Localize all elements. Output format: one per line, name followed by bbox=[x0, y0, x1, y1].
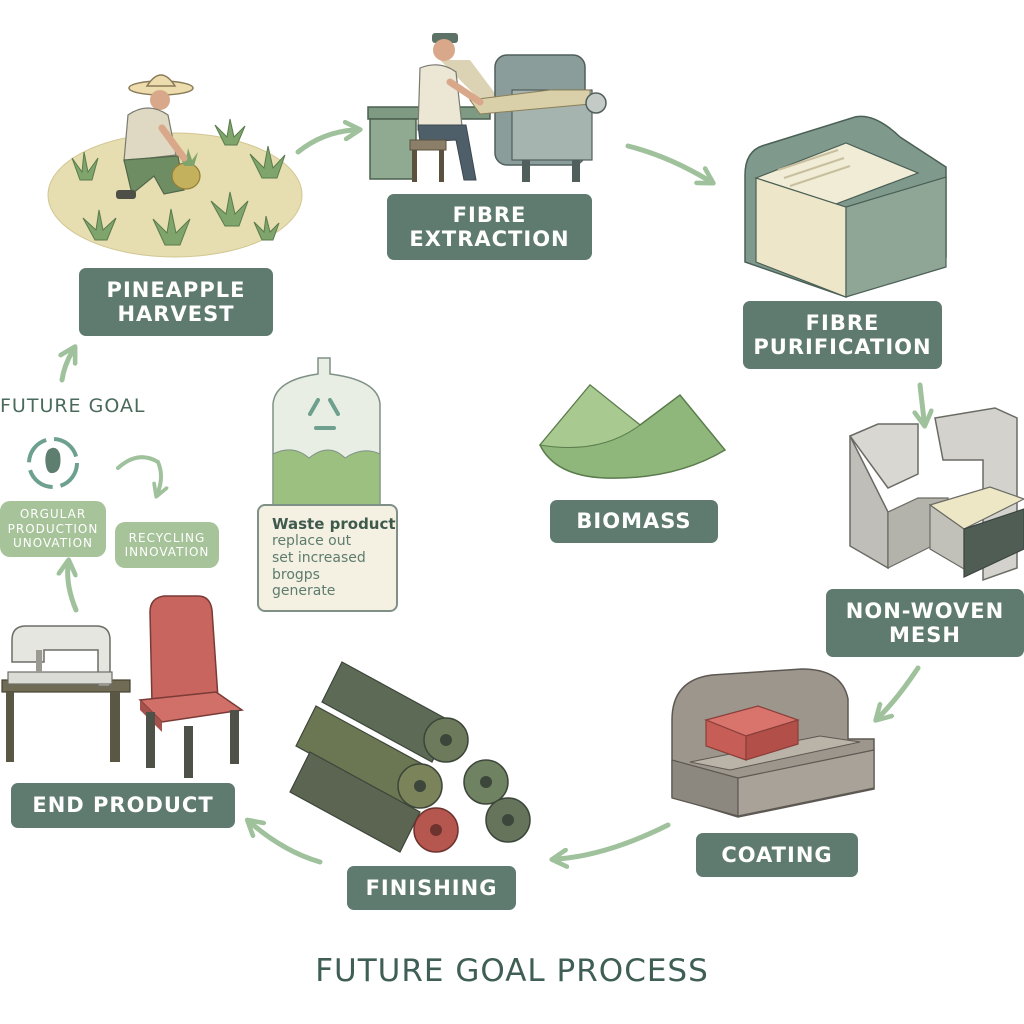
label-pineapple-harvest: PINEAPPLE HARVEST bbox=[79, 268, 273, 336]
waste-line: generate bbox=[272, 583, 336, 600]
label-line: FIBRE bbox=[805, 310, 880, 335]
arrow-end-to-future bbox=[68, 566, 79, 613]
chair-icon bbox=[138, 595, 244, 778]
bubble-line: ORGULAR bbox=[19, 507, 87, 522]
label-coating: COATING bbox=[696, 833, 858, 877]
label-line: FIBRE bbox=[452, 202, 527, 227]
bubble-line: INNOVATION bbox=[124, 545, 210, 559]
page-title: FUTURE GOAL PROCESS bbox=[315, 953, 709, 989]
arrow-coating-to-finishing bbox=[558, 822, 671, 859]
waste-title: Waste product bbox=[272, 515, 396, 533]
arrow-purification-to-mesh bbox=[920, 382, 924, 420]
bubble-line: RECYCLING bbox=[128, 530, 206, 545]
arrow-harvest-to-extraction bbox=[295, 130, 354, 155]
footprint-icon bbox=[45, 447, 61, 474]
future-goal-cycle bbox=[27, 437, 161, 492]
pineapple-harvest-illustration bbox=[47, 74, 303, 258]
label-finishing: FINISHING bbox=[347, 866, 516, 910]
coating-machine-icon bbox=[671, 668, 875, 818]
sewing-machine-icon bbox=[1, 625, 131, 762]
arrow-future-to-harvest bbox=[62, 352, 72, 383]
purification-box-icon bbox=[744, 115, 947, 298]
label-line: EXTRACTION bbox=[409, 227, 570, 251]
label-line: COATING bbox=[721, 842, 833, 867]
label-line: FINISHING bbox=[365, 875, 498, 900]
label-non-woven-mesh: NON-WOVEN MESH bbox=[826, 589, 1024, 657]
label-fibre-extraction: FIBRE EXTRACTION bbox=[387, 194, 592, 260]
waste-line: replace out bbox=[272, 533, 352, 549]
future-goal-heading: FUTURE GOAL bbox=[0, 395, 146, 417]
worker-icon bbox=[417, 33, 484, 181]
bubble-line: PRODUCTION bbox=[7, 521, 99, 536]
label-line: NON-WOVEN bbox=[845, 598, 1005, 623]
label-line: PURIFICATION bbox=[753, 335, 932, 359]
label-fibre-purification: FIBRE PURIFICATION bbox=[743, 301, 942, 369]
label-line: END PRODUCT bbox=[32, 793, 214, 818]
label-end-product: END PRODUCT bbox=[11, 783, 235, 828]
orgular-production-bubble: ORGULAR PRODUCTION UNOVATION bbox=[0, 501, 106, 557]
label-line: PINEAPPLE bbox=[106, 277, 246, 302]
waste-line: brogps bbox=[272, 566, 320, 583]
arrow-mesh-to-coating bbox=[880, 665, 921, 716]
fibre-rolls-icon bbox=[289, 661, 531, 853]
waste-line: set increased bbox=[272, 549, 366, 566]
label-line: HARVEST bbox=[117, 302, 235, 326]
farmer-icon bbox=[116, 74, 201, 199]
label-line: MESH bbox=[889, 623, 961, 647]
waste-bag-icon bbox=[272, 357, 381, 509]
arrow-extraction-to-purification bbox=[625, 143, 708, 180]
pineapple-plant-icon bbox=[71, 118, 286, 246]
recycle-icon bbox=[308, 398, 340, 430]
mesh-machine-icon bbox=[848, 407, 1024, 582]
extraction-machine-icon bbox=[367, 33, 607, 182]
waste-product-card: Waste product replace out set increased … bbox=[257, 504, 398, 612]
arrow-finishing-to-end bbox=[252, 824, 323, 865]
biomass-hills-icon bbox=[539, 383, 727, 479]
label-line: BIOMASS bbox=[576, 509, 692, 534]
bubble-line: UNOVATION bbox=[12, 536, 93, 551]
process-arrows bbox=[62, 130, 924, 862]
label-biomass: BIOMASS bbox=[550, 500, 718, 543]
recycling-innovation-bubble: RECYCLING INNOVATION bbox=[115, 522, 219, 568]
